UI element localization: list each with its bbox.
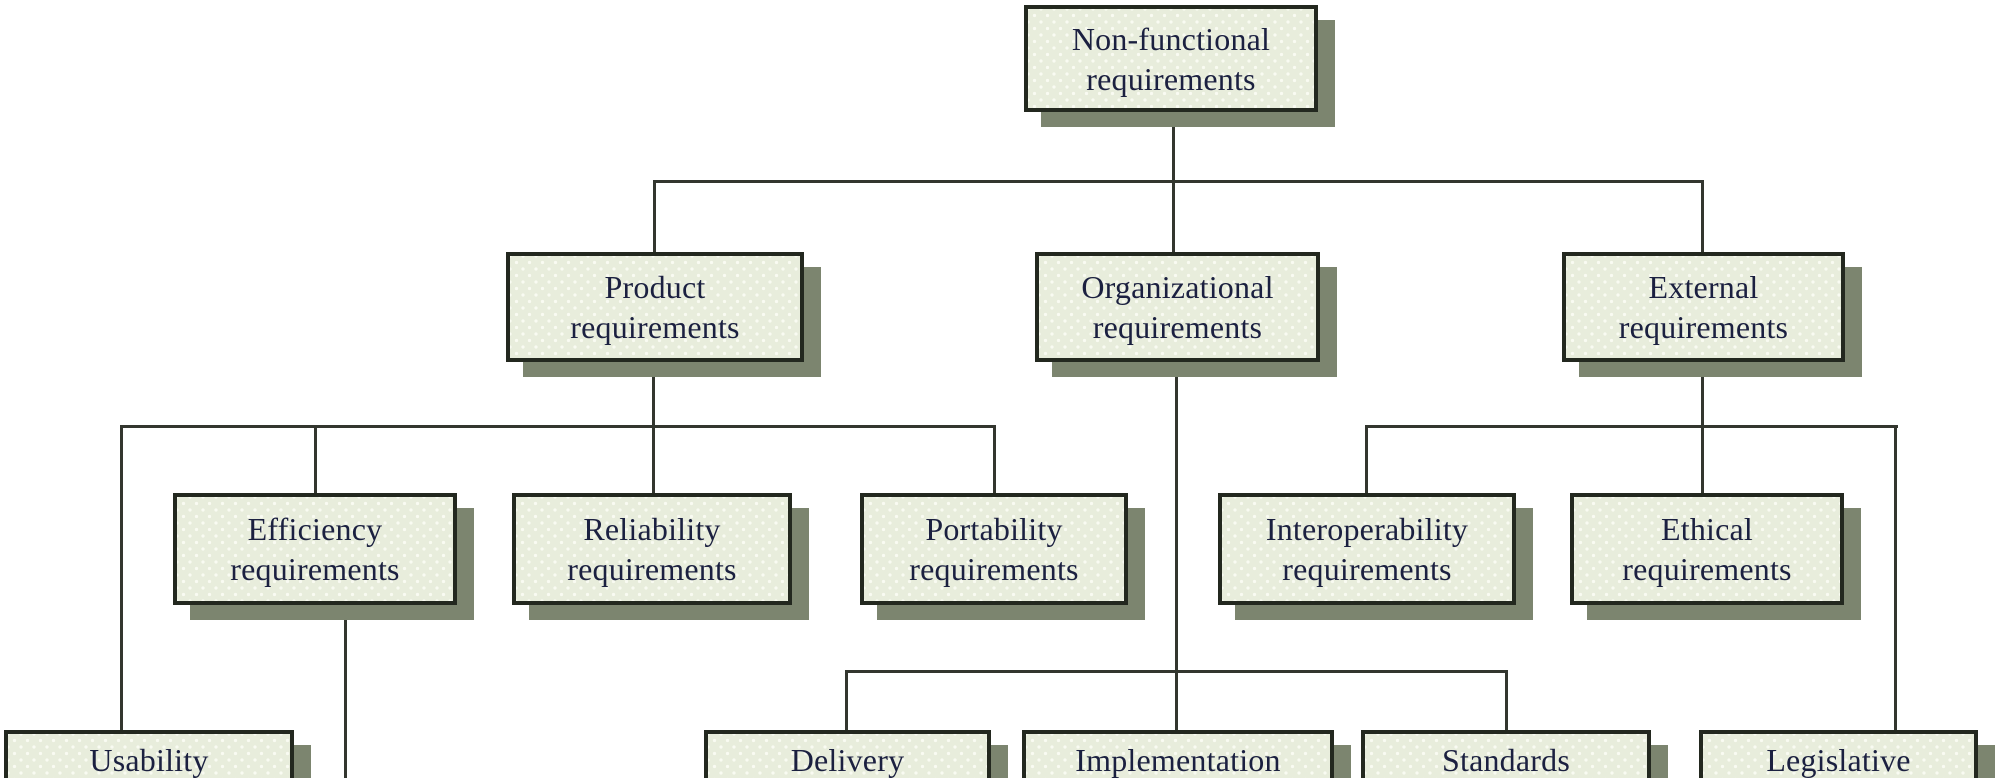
node-label: requirements <box>909 551 1079 587</box>
connector-to-external <box>1701 180 1704 252</box>
connector-to-standards <box>1505 670 1508 730</box>
node-label: requirements <box>1282 551 1452 587</box>
node-label: requirements <box>1092 309 1263 345</box>
node-portability-requirements: Portability requirements <box>860 493 1128 605</box>
connector-external-bus <box>1366 425 1898 428</box>
node-product-requirements: Product requirements <box>506 252 804 362</box>
node-label: Reliability <box>583 511 721 547</box>
node-reliability-requirements: Reliability requirements <box>512 493 792 605</box>
connector-to-portability <box>993 425 996 493</box>
node-ethical-requirements: Ethical requirements <box>1570 493 1844 605</box>
node-usability-requirements: Usability <box>4 730 294 778</box>
node-label: Portability <box>925 511 1063 547</box>
connector-organizational-bus <box>846 670 1508 673</box>
node-label: requirements <box>1618 309 1789 345</box>
node-non-functional-requirements: Non-functional requirements <box>1024 5 1318 112</box>
connector-to-interoperability <box>1365 425 1368 493</box>
node-external-requirements: External requirements <box>1562 252 1845 362</box>
node-legislative-requirements: Legislative <box>1699 730 1978 778</box>
node-label: Implementation <box>1075 742 1281 778</box>
node-label: requirements <box>567 551 737 587</box>
node-label: Standards <box>1441 742 1570 778</box>
node-label: Interoperability <box>1265 511 1469 547</box>
node-label: Organizational <box>1081 269 1274 305</box>
connector-to-legislative <box>1894 425 1897 730</box>
connector-efficiency-children-stub <box>344 605 347 778</box>
connector-organizational-to-implementation <box>1175 362 1178 730</box>
node-label: requirements <box>1086 60 1256 97</box>
node-delivery-requirements: Delivery <box>704 730 991 778</box>
node-label: Efficiency <box>247 511 383 547</box>
node-implementation-requirements: Implementation <box>1022 730 1334 778</box>
node-label: External <box>1648 269 1759 305</box>
node-label: Delivery <box>790 742 905 778</box>
node-label: requirements <box>1622 551 1792 587</box>
node-efficiency-requirements: Efficiency requirements <box>173 493 457 605</box>
connector-product-bus <box>121 425 996 428</box>
node-organizational-requirements: Organizational requirements <box>1035 252 1320 362</box>
node-label: requirements <box>570 309 740 345</box>
node-label: Non-functional <box>1071 20 1271 57</box>
node-label: Ethical <box>1660 511 1754 547</box>
node-label: Product <box>604 269 706 305</box>
node-label: requirements <box>230 551 400 587</box>
connector-to-usability <box>120 425 123 730</box>
connector-level1-bus <box>654 180 1704 183</box>
node-label: Usability <box>89 742 209 778</box>
connector-to-product <box>653 180 656 252</box>
connector-to-delivery <box>845 670 848 730</box>
node-standards-requirements: Standards <box>1361 730 1651 778</box>
connector-to-efficiency <box>314 425 317 493</box>
node-label: Legislative <box>1766 742 1911 778</box>
node-interoperability-requirements: Interoperability requirements <box>1218 493 1516 605</box>
